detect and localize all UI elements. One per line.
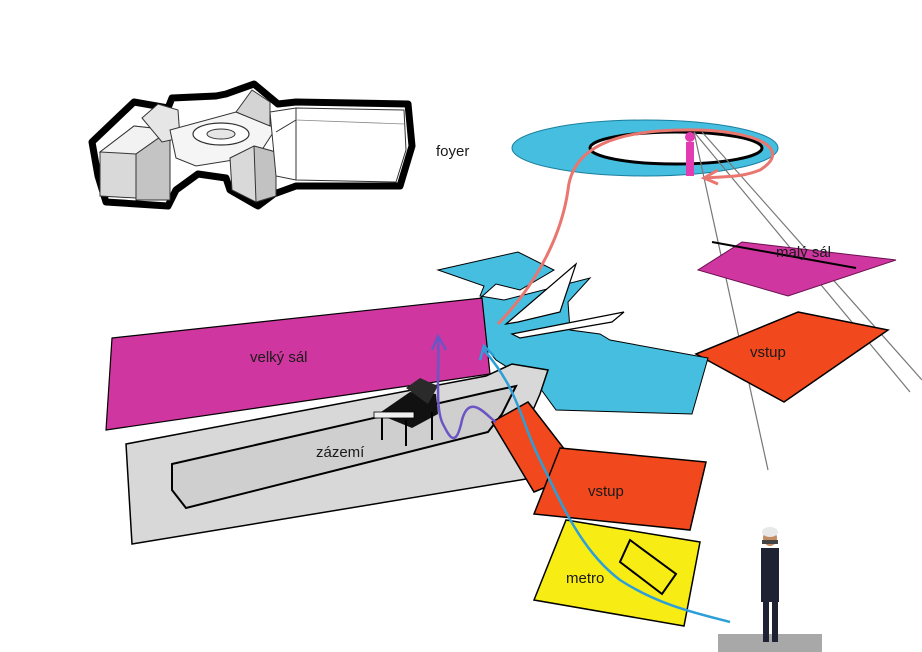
- blue-arrowhead: [478, 343, 495, 361]
- building-model-icon: [88, 80, 416, 210]
- maly-sal-zone: [696, 241, 897, 297]
- foyer-label: foyer: [436, 143, 469, 160]
- purple-arrowhead: [430, 333, 448, 351]
- grand-piano-icon: [373, 378, 438, 446]
- metro-zone: [532, 519, 701, 627]
- perspective-lines: [693, 131, 922, 471]
- person-foyer-icon: [685, 132, 695, 176]
- maly-sal-label: malý sál: [776, 244, 831, 261]
- red-path: [496, 128, 775, 326]
- red-arrowhead: [700, 168, 719, 186]
- zazemi-label: zázemí: [316, 444, 365, 461]
- foyer-ring: [511, 119, 779, 177]
- person-viewer-icon: [718, 527, 822, 652]
- circulation-paths: [430, 128, 775, 624]
- vstup-lower-zone: [490, 401, 707, 531]
- vstup-lower-label: vstup: [588, 483, 624, 500]
- blue-path: [483, 349, 731, 624]
- velky-sal-label: velký sál: [250, 349, 308, 366]
- vstup-upper-label: vstup: [750, 344, 786, 361]
- purple-path: [436, 337, 497, 440]
- foyer-floor: [436, 251, 709, 415]
- vstup-upper-zone: [694, 311, 890, 403]
- metro-label: metro: [566, 570, 604, 587]
